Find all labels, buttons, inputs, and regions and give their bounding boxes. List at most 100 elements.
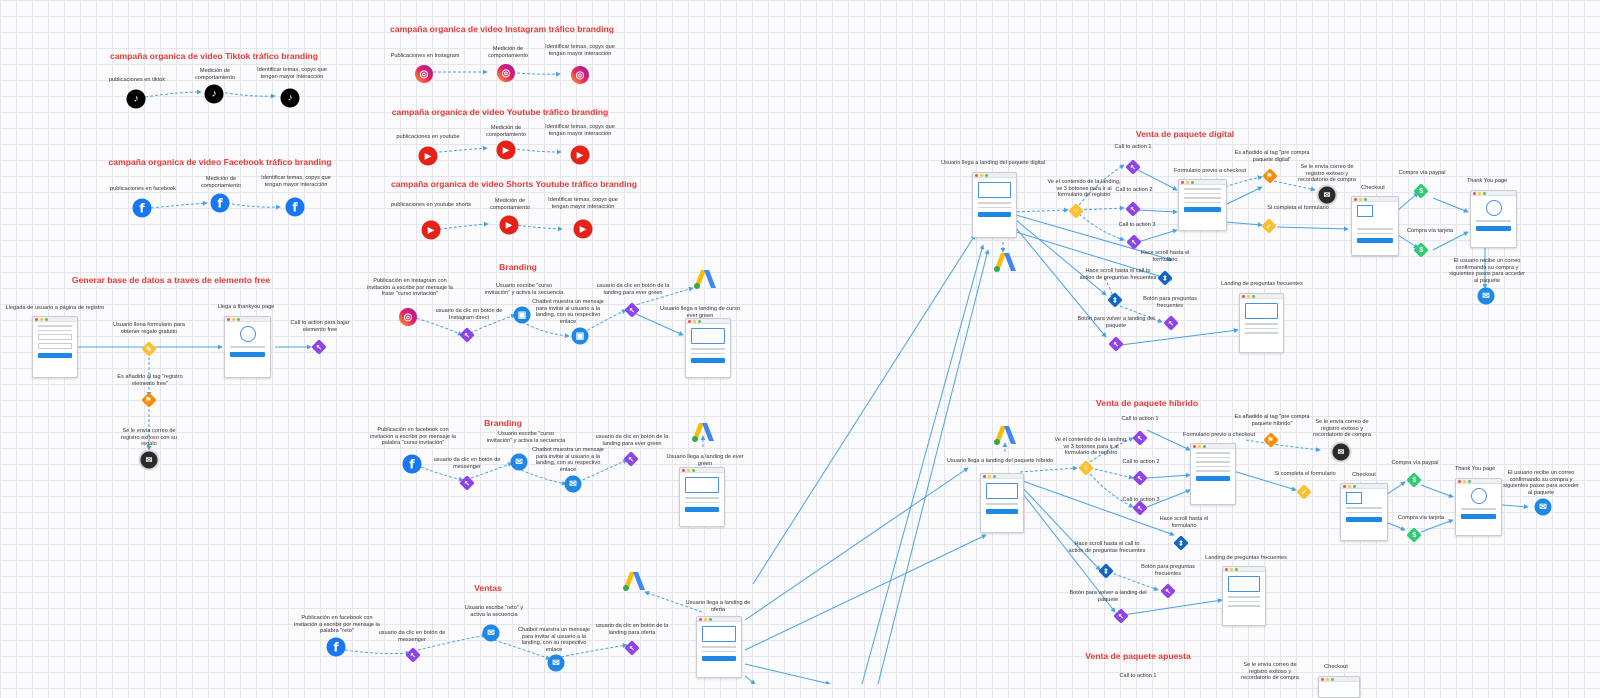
digital-complete-label: Si completa el formulario xyxy=(1267,205,1329,211)
hybrid-tag-label: Es añadido al tag "pre compra paquete hí… xyxy=(1234,414,1310,427)
google-ads-icon xyxy=(994,253,1016,272)
facebook-icon[interactable]: f xyxy=(285,197,305,217)
bet-checkout-mockup[interactable] xyxy=(1318,676,1360,698)
branding-instagram-title: Branding xyxy=(499,262,537,272)
hybrid-landing-label: Usuario llega a landing del paquete híbr… xyxy=(946,458,1054,464)
facebook-icon[interactable]: f xyxy=(326,637,346,657)
branding-facebook-title: Branding xyxy=(484,418,522,428)
tiktok-icon[interactable]: ♪ xyxy=(280,88,300,108)
messenger-icon[interactable]: ✉ xyxy=(510,453,528,471)
chatbot-icon[interactable]: ✉ xyxy=(564,475,582,493)
youtube-icon[interactable]: ▶ xyxy=(570,145,590,165)
instagram-section-title: campaña organica de video Instagram tráf… xyxy=(390,24,614,34)
instagram-icon[interactable]: ◎ xyxy=(415,65,433,83)
youtube-shorts-icon[interactable]: ▶ xyxy=(573,219,593,239)
digital-package-title: Venta de paquete digital xyxy=(1135,129,1235,139)
chat-bubble-icon[interactable]: ▣ xyxy=(513,306,531,324)
youtube-shorts-icon[interactable]: ▶ xyxy=(421,220,441,240)
instagram-icon[interactable]: ◎ xyxy=(399,308,417,326)
digital-landing-mockup[interactable] xyxy=(972,172,1017,238)
thankyou-page-mockup[interactable] xyxy=(224,316,271,378)
hybrid-faq-page-mockup[interactable] xyxy=(1222,566,1266,626)
facebook-icon[interactable]: f xyxy=(402,454,422,474)
offer-landing-mockup[interactable] xyxy=(696,616,742,678)
youtube-step2-label: Medición de comportamiento xyxy=(485,125,527,138)
digital-checkout-mockup[interactable] xyxy=(1351,196,1399,256)
hybrid-paypal-label: Compra vía paypal xyxy=(1391,460,1439,466)
freebie-step6-label: Se le envía correo de registro exitoso c… xyxy=(121,428,177,448)
branding1-step3-label: Usuario escribe "curso invitación" y act… xyxy=(484,283,564,296)
tiktok-section-title: campaña organica de video Tiktok tráfico… xyxy=(109,51,319,61)
instagram-icon[interactable]: ◎ xyxy=(497,64,515,82)
google-ads-icon xyxy=(994,426,1016,445)
youtube-shorts-icon[interactable]: ▶ xyxy=(499,215,519,235)
facebook-step2-label: Medición de comportamiento xyxy=(200,176,242,189)
digital-faq-page-mockup[interactable] xyxy=(1239,293,1284,353)
hybrid-landing-mockup[interactable] xyxy=(980,473,1024,533)
branding2-step5-label: usuario da clic en botón de la landing p… xyxy=(595,434,669,447)
freebie-section-title: Generar base de datos a traves de elemen… xyxy=(71,275,271,285)
digital-form-mockup[interactable] xyxy=(1178,179,1227,231)
branding2-step6-label: Usuario llega a landing de ever green xyxy=(666,454,744,467)
digital-tag-label: Es añadido al tag "pre compra paquete di… xyxy=(1234,150,1310,163)
evergreen-landing-mockup[interactable] xyxy=(685,318,731,378)
tiktok-icon[interactable]: ♪ xyxy=(204,84,224,104)
youtube-step3-label: Identificar temas, copys que tengan mayo… xyxy=(545,124,615,137)
digital-confirm-label: El usuario recibe un correo confirmando … xyxy=(1449,258,1525,285)
branding1-step5-label: usuario da clic en botón de la landing p… xyxy=(596,283,670,296)
ventas-step4-label: Chatbot muestra un mensaje para invitar … xyxy=(518,627,590,654)
hybrid-form-label: Formulario previo a checkout xyxy=(1182,432,1256,438)
hybrid-content-label: Ve el contenido de la landing, ve 3 boto… xyxy=(1054,437,1128,457)
bet-email-label: Se le envía correo de registro exitoso y… xyxy=(1241,662,1299,682)
connector-lines xyxy=(76,69,1529,684)
evergreen-landing-mockup[interactable] xyxy=(679,467,725,527)
branding2-step1-label: Publicación en facebook con invitación a… xyxy=(370,427,456,447)
instagram-step2-label: Medición de comportamiento xyxy=(487,46,529,59)
hybrid-checkout-mockup[interactable] xyxy=(1340,483,1388,541)
google-ads-icon xyxy=(692,423,714,442)
ventas-section-title: Ventas xyxy=(474,583,502,593)
hybrid-scrollfaq-label: Hace scroll hasta el call to action de p… xyxy=(1068,541,1146,554)
branding1-step2-label: usuario da clic en botón de Instagram di… xyxy=(435,308,503,321)
hybrid-form-mockup[interactable] xyxy=(1190,443,1236,505)
freebie-step1-label: Llegada de usuario a página de registro xyxy=(5,305,105,311)
tiktok-icon[interactable]: ♪ xyxy=(126,89,146,109)
ventas-step5-label: usuario da clic en botón de la landing p… xyxy=(595,623,669,636)
google-ads-icon xyxy=(623,572,645,591)
facebook-icon[interactable]: f xyxy=(132,198,152,218)
youtube-icon[interactable]: ▶ xyxy=(496,140,516,160)
tiktok-step1-label: publicaciones en tiktok xyxy=(108,77,166,83)
instagram-icon[interactable]: ◎ xyxy=(571,66,589,84)
hybrid-cta3-label: Call to action 3 xyxy=(1122,497,1160,503)
shorts-step1-label: publicaciones en youtube shorts xyxy=(391,202,471,208)
email-avatar-icon: ✉ xyxy=(138,449,160,471)
google-ads-icon xyxy=(694,270,716,289)
bet-checkout-label: Checkout xyxy=(1324,664,1348,670)
hybrid-email-label: Se le envía correo de registro exitoso y… xyxy=(1313,419,1371,439)
youtube-step1-label: publicaciones en youtube xyxy=(396,134,460,140)
hybrid-cta2-label: Call to action 2 xyxy=(1122,459,1160,465)
branding1-step1-label: Publicación en Instagram con invitación … xyxy=(367,278,453,298)
messenger-icon[interactable]: ✉ xyxy=(482,624,500,642)
youtube-icon[interactable]: ▶ xyxy=(418,146,438,166)
email-avatar-icon: ✉ xyxy=(1330,441,1352,463)
hybrid-back-label: Botón para volver a landing del paquete xyxy=(1069,590,1147,603)
shorts-step2-label: Medición de comportamiento xyxy=(489,198,531,211)
digital-card-label: Compra vía tarjeta xyxy=(1406,228,1453,234)
facebook-step3-label: Identificar temas, copys que tengan mayo… xyxy=(261,175,331,188)
freebie-step2-label: Usuario llena formulario para obtener re… xyxy=(113,322,185,335)
digital-email-label: Se le envía correo de registro exitoso y… xyxy=(1298,164,1356,184)
hybrid-thankyou-mockup[interactable] xyxy=(1455,478,1502,536)
facebook-step1-label: publicaciones en facebook xyxy=(110,186,176,192)
registration-page-mockup[interactable] xyxy=(32,316,78,378)
hybrid-thanks-label: Thank You page xyxy=(1454,466,1496,472)
hybrid-package-title: Venta de paquete híbrido xyxy=(1095,398,1199,408)
digital-thankyou-mockup[interactable] xyxy=(1470,190,1517,248)
hybrid-card-label: Compra vía tarjeta xyxy=(1397,515,1444,521)
digital-back-label: Botón para volver a landing del paquete xyxy=(1077,316,1155,329)
branding1-step4-label: Chatbot muestra un mensaje para invitar … xyxy=(532,299,604,326)
hybrid-cta1-label: Call to action 1 xyxy=(1121,416,1159,422)
chatbot-icon[interactable]: ▣ xyxy=(571,327,589,345)
facebook-icon[interactable]: f xyxy=(210,193,230,213)
chatbot-icon[interactable]: ✉ xyxy=(547,654,565,672)
